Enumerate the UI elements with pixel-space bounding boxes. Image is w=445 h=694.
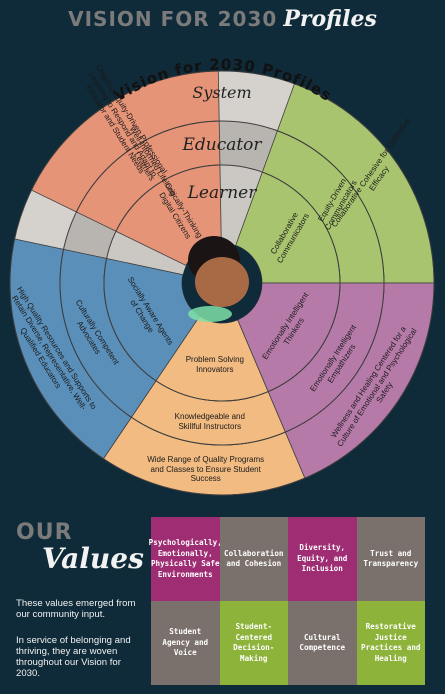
learner-segments — [103, 164, 341, 402]
photo-shirt — [188, 306, 232, 322]
photo-face — [195, 257, 249, 307]
title-script: Profiles — [283, 6, 377, 32]
value-tile: Diversity, Equity, and Inclusion — [288, 517, 357, 601]
level-learner: Learner — [187, 183, 258, 203]
segment-labels: Ongoing Equity-Driven Professional Learn… — [10, 63, 419, 483]
value-tile: Restorative Justice Practices and Healin… — [356, 601, 425, 685]
system-label: Wide Range of Quality Programs and Class… — [147, 455, 264, 483]
value-tile: Trust and Transparency — [356, 517, 425, 601]
value-tile: Cultural Competence — [288, 601, 357, 685]
system-segments — [9, 70, 435, 496]
values-heading-plain: OUR — [16, 520, 73, 545]
values-grid: Psychologically, Emotionally, Physically… — [149, 517, 425, 685]
values-heading-script: Values — [42, 542, 144, 575]
ring-divider — [103, 164, 341, 402]
value-tile: Psychologically, Emotionally, Physically… — [149, 517, 222, 601]
values-heading: OUR Values — [16, 520, 144, 575]
learner-photo — [182, 236, 262, 323]
value-tile: Student Agency and Voice — [151, 601, 220, 685]
values-note-1: These values emerged from our community … — [16, 598, 136, 620]
ring-divider — [9, 70, 435, 496]
value-tile: Collaboration and Cohesion — [219, 517, 288, 601]
title-plain: VISION FOR 2030 — [68, 7, 278, 31]
level-system: System — [192, 83, 251, 102]
values-note-2: In service of belonging and thriving, th… — [16, 635, 131, 679]
vision-wheel: Vision for 2030 Profiles System Educator… — [9, 55, 435, 496]
value-tile: Student-Centered Decision-Making — [219, 601, 288, 685]
level-educator: Educator — [181, 135, 262, 155]
learner-label: Problem Solving Innovators — [186, 355, 244, 374]
educator-label: Knowledgeable and Skillful Instructors — [175, 412, 245, 431]
ring-divider — [59, 120, 385, 446]
